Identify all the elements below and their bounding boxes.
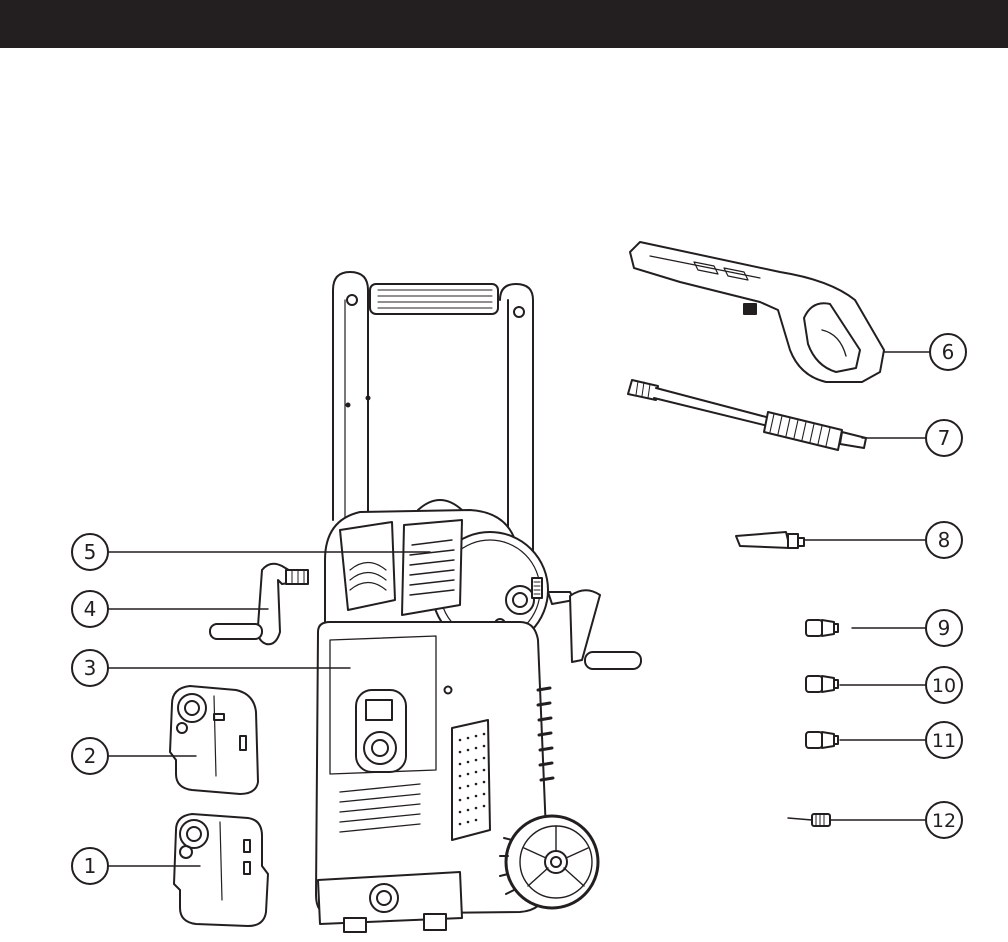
callout-7: 7 <box>926 420 962 456</box>
part-6-spray-gun <box>630 242 884 382</box>
part-7-lance <box>628 380 866 450</box>
callout-number: 7 <box>938 426 951 450</box>
callout-10: 10 <box>926 667 962 703</box>
callout-number: 6 <box>942 340 955 364</box>
callout-number: 3 <box>84 656 97 680</box>
callout-12: 12 <box>926 802 962 838</box>
part-4-crank-handle <box>210 564 308 645</box>
part-9-nozzle <box>806 620 838 636</box>
callout-number: 1 <box>84 854 97 878</box>
part-12-cleaning-needle <box>788 814 830 826</box>
part-2-detergent-tank <box>170 686 258 794</box>
callout-number: 5 <box>84 540 97 564</box>
callout-1: 1 <box>72 848 108 884</box>
callout-9: 9 <box>926 610 962 646</box>
callout-number: 4 <box>84 597 97 621</box>
part-11-nozzle <box>806 732 838 748</box>
callout-number: 8 <box>938 528 951 552</box>
callout-number: 11 <box>932 730 956 752</box>
callout-number: 10 <box>932 675 956 697</box>
callout-number: 9 <box>938 616 951 640</box>
callout-number: 12 <box>932 810 956 832</box>
callout-3: 3 <box>72 650 108 686</box>
callout-number: 2 <box>84 744 97 768</box>
callout-4: 4 <box>72 591 108 627</box>
part-10-nozzle <box>806 676 838 692</box>
callout-6: 6 <box>930 334 966 370</box>
callout-11: 11 <box>926 722 962 758</box>
callout-2: 2 <box>72 738 108 774</box>
callout-5: 5 <box>72 534 108 570</box>
part-8-turbo-nozzle <box>736 532 804 548</box>
pressure-washer-body <box>316 272 641 932</box>
callout-8: 8 <box>926 522 962 558</box>
part-1-detergent-tank <box>174 814 268 926</box>
